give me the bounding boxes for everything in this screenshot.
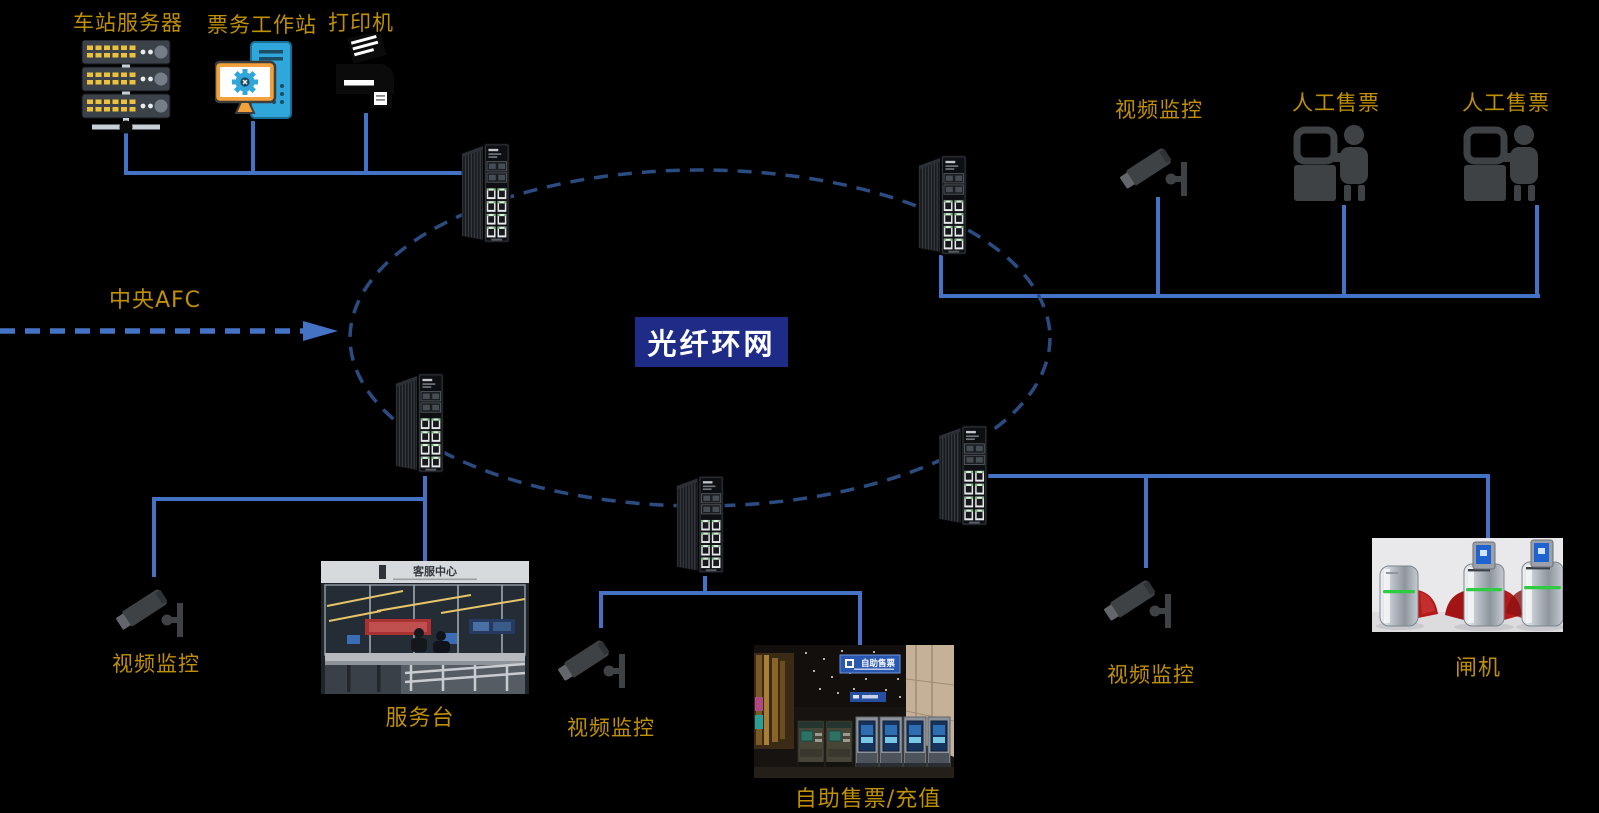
cable-printer-to-bus <box>364 113 368 174</box>
afc-dashed-arrow <box>0 321 338 341</box>
cable-camera-bottomright <box>1144 474 1148 568</box>
cable-bus-bottomleft <box>152 497 425 501</box>
manual-ticketing-label-2: 人工售票 <box>1462 91 1550 115</box>
camera-label-bottomleft: 视频监控 <box>112 652 200 676</box>
gate-machine-photo <box>1372 538 1563 632</box>
tvm-sign-text: 自助售票 <box>861 658 896 669</box>
workstation-label: 票务工作站 <box>207 13 317 37</box>
server-label: 车站服务器 <box>73 11 183 35</box>
industrial-switch-icon-1 <box>459 141 512 245</box>
industrial-switch-icon-4 <box>674 471 726 578</box>
cable-bus-topright <box>939 294 1540 298</box>
service-desk-sign-text: 客服中心 <box>412 564 457 578</box>
camera-label-topright: 视频监控 <box>1115 98 1203 122</box>
cable-switch2-down <box>939 255 943 297</box>
printer-label: 打印机 <box>328 11 394 35</box>
cctv-camera-icon-bottomcenter <box>556 624 638 692</box>
printer-icon <box>336 34 394 108</box>
cable-agent2 <box>1535 205 1539 296</box>
cable-server-to-bus <box>124 131 128 174</box>
camera-label-bottomcenter: 视频监控 <box>567 716 655 740</box>
cable-bus-bottomcenter <box>599 591 862 595</box>
cable-tvm <box>858 591 862 647</box>
monitor-gear-icon <box>215 41 292 119</box>
cable-camera-bottomleft <box>152 497 156 577</box>
industrial-switch-icon-2 <box>916 152 969 258</box>
tvm-label: 自助售票/充值 <box>794 787 942 812</box>
service-desk-photo: 客服中心 <box>321 561 529 694</box>
cable-workstation-to-bus <box>251 121 255 174</box>
industrial-switch-icon-3 <box>393 368 446 478</box>
gate-label: 闸机 <box>1454 656 1502 681</box>
cable-camera-bottomcenter <box>599 591 603 628</box>
cctv-camera-icon-topright <box>1118 132 1200 200</box>
server-rack-icon <box>81 40 171 134</box>
self-service-ticketing-photo: 自助售票 <box>754 645 954 778</box>
cable-switch4-down <box>703 576 707 594</box>
agent-at-desk-icon-1 <box>1292 119 1380 207</box>
industrial-switch-icon-5 <box>936 423 990 528</box>
cable-bus-topleft <box>124 171 462 175</box>
afc-label: 中央AFC <box>108 288 202 313</box>
cable-agent1 <box>1342 205 1346 296</box>
camera-label-bottomright: 视频监控 <box>1107 663 1195 687</box>
service-desk-label: 服务台 <box>385 706 455 731</box>
manual-ticketing-label-1: 人工售票 <box>1292 91 1380 115</box>
cable-switch3-down <box>423 476 427 562</box>
agent-at-desk-icon-2 <box>1462 119 1550 207</box>
fiber-ring-label: 光纤环网 <box>635 317 788 367</box>
cctv-camera-icon-bottomleft <box>114 573 196 641</box>
cable-camera-topright <box>1156 197 1160 296</box>
cable-gate <box>1486 474 1490 540</box>
cable-bus-bottomright <box>988 474 1490 478</box>
cctv-camera-icon-bottomright <box>1102 564 1184 632</box>
